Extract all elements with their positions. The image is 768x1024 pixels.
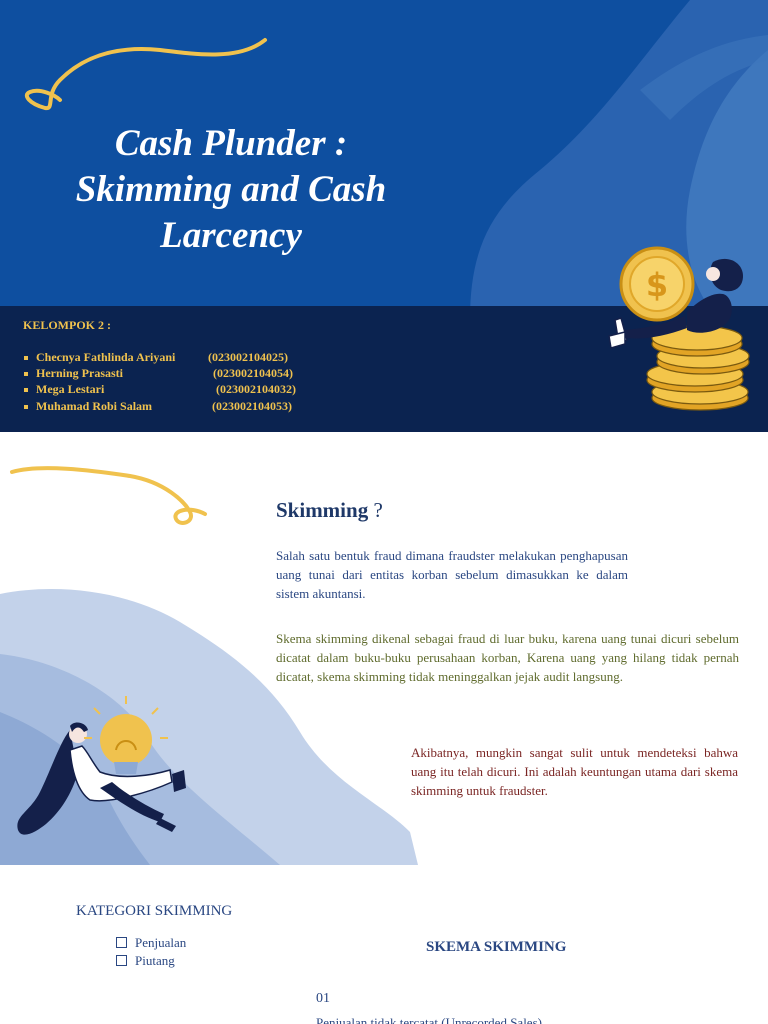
scheme-number: 01 (316, 991, 330, 1006)
category-item: Penjualan (116, 934, 186, 952)
member-band (0, 306, 768, 432)
member-nim: (023002104032) (216, 382, 296, 396)
skimming-heading: Skimming ? (276, 498, 383, 523)
skimming-heading-bold: Skimming (276, 498, 369, 522)
scheme-title: SKEMA SKIMMING (426, 939, 567, 955)
member-nim: (023002104053) (212, 399, 292, 413)
category-slide: KATEGORI SKIMMING Penjualan Piutang SKEM… (0, 865, 768, 1024)
category-item: Piutang (116, 952, 175, 970)
group-label: KELOMPOK 2 : (23, 318, 111, 332)
scheme-item-text: Penjualan tidak tercatat (Unrecorded Sal… (316, 1015, 542, 1024)
member-item: Herning Prasasti (023002104054) (24, 365, 293, 381)
member-name: Herning Prasasti (36, 366, 123, 380)
consequence-paragraph: Akibatnya, mungkin sangat sulit untuk me… (411, 745, 738, 798)
skimming-slide: Skimming ? Salah satu bentuk fraud diman… (0, 432, 768, 865)
member-nim: (023002104025) (208, 350, 288, 364)
coin-stack-illustration: $ (608, 246, 750, 411)
svg-text:$: $ (646, 266, 668, 304)
title-line-1: Cash Plunder : (114, 123, 348, 164)
bullet-icon (24, 405, 28, 410)
skimming-heading-rest: ? (368, 498, 383, 522)
member-name: Checnya Fathlinda Ariyani (36, 350, 176, 364)
member-item: Mega Lestari (023002104032) (24, 381, 296, 397)
member-item: Muhamad Robi Salam (023002104053) (24, 398, 292, 414)
bullet-icon (24, 372, 28, 377)
member-name: Mega Lestari (36, 382, 105, 396)
title-line-3: Larcency (160, 215, 302, 256)
bullet-icon (24, 356, 28, 361)
squiggle-decoration (24, 38, 267, 111)
definition-paragraph: Salah satu bentuk fraud dimana fraudster… (276, 548, 628, 601)
title-line-2: Skimming and Cash (75, 169, 387, 210)
member-name: Muhamad Robi Salam (36, 399, 153, 413)
off-book-paragraph: Skema skimming dikenal sebagai fraud di … (276, 631, 739, 684)
checkbox-icon (116, 937, 127, 948)
category-title: KATEGORI SKIMMING (76, 903, 233, 919)
woman-with-bulb-illustration (17, 696, 186, 835)
member-item: Checnya Fathlinda Ariyani (023002104025) (24, 349, 288, 365)
squiggle-decoration (10, 466, 207, 525)
slide2-decorations (0, 466, 418, 865)
member-nim: (023002104054) (213, 366, 293, 380)
checkbox-icon (116, 955, 127, 966)
title-slide: Cash Plunder : Skimming and Cash Larcenc… (0, 0, 768, 432)
bullet-icon (24, 388, 28, 393)
category-label: Piutang (135, 953, 175, 968)
category-label: Penjualan (135, 935, 187, 950)
